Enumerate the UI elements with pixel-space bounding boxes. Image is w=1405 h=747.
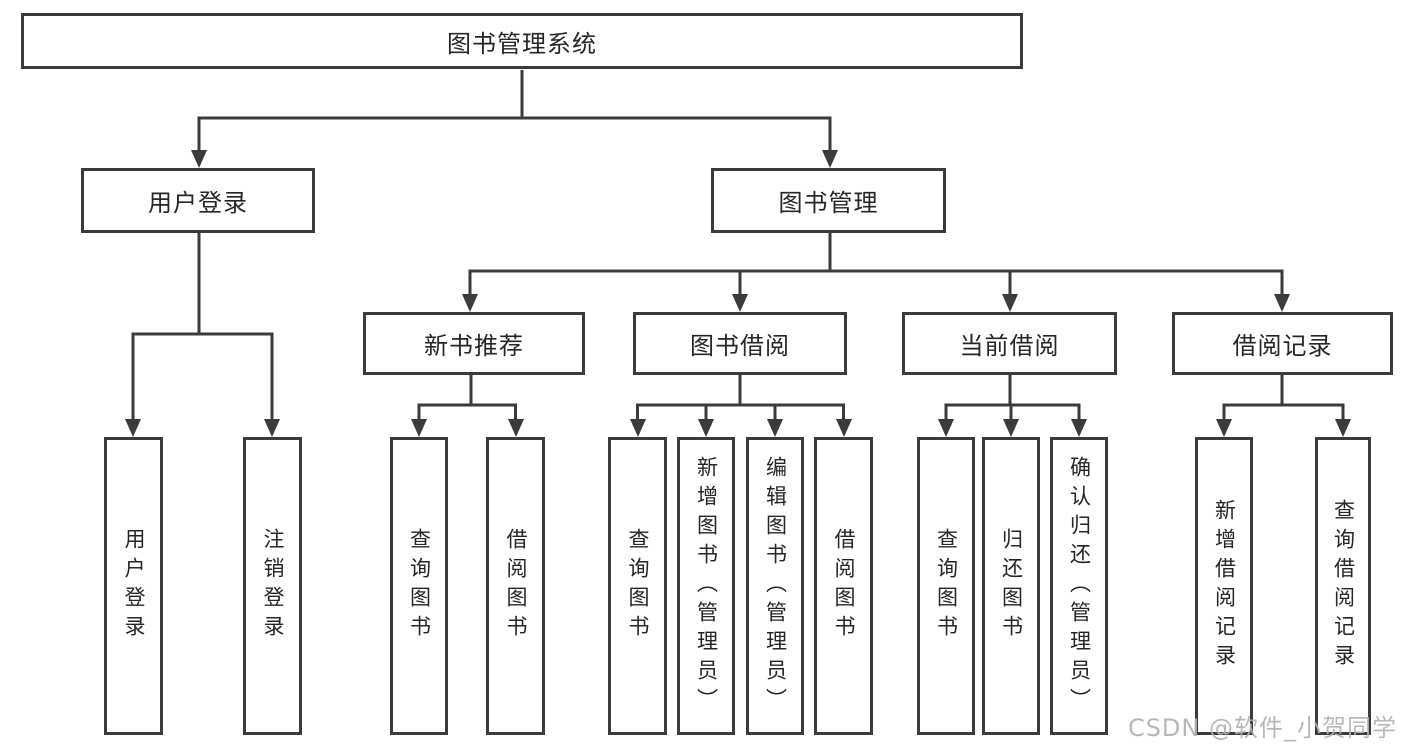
node-new-book-recommend-label: 新书推荐 xyxy=(424,332,524,360)
node-root: 图书管理系统 xyxy=(21,13,1023,69)
leaf-query-books-recommend: 查询图书 xyxy=(390,437,448,735)
arrowhead xyxy=(1335,419,1351,437)
node-book-management: 图书管理 xyxy=(711,168,946,233)
connector-current-borrowing xyxy=(938,375,1087,437)
arrowhead xyxy=(732,294,748,312)
leaf-add-book-admin-label: 新增图书（管理员） xyxy=(694,455,719,717)
node-borrowing-records-label: 借阅记录 xyxy=(1232,332,1333,360)
arrowhead xyxy=(125,419,141,437)
leaf-add-borrow-record: 新增借阅记录 xyxy=(1195,437,1253,735)
arrowhead xyxy=(938,419,954,437)
leaf-query-books-borrowing: 查询图书 xyxy=(608,437,667,735)
leaf-edit-book-admin: 编辑图书（管理员） xyxy=(746,437,804,735)
leaf-confirm-return-admin-label: 确认归还（管理员） xyxy=(1067,455,1092,717)
leaf-borrow-books: 借阅图书 xyxy=(814,437,873,735)
node-new-book-recommend: 新书推荐 xyxy=(363,312,585,375)
leaf-borrow-books-recommend: 借阅图书 xyxy=(486,437,545,735)
leaf-query-borrow-record-label: 查询借阅记录 xyxy=(1331,499,1356,673)
arrowhead xyxy=(508,419,524,437)
node-user-login: 用户登录 xyxy=(81,168,315,233)
arrowhead xyxy=(698,419,714,437)
arrowhead xyxy=(822,150,838,168)
csdn-watermark: CSDN @软件_小贺同学 xyxy=(1127,714,1397,742)
leaf-add-book-admin: 新增图书（管理员） xyxy=(677,437,735,735)
arrowhead xyxy=(1002,294,1018,312)
leaf-edit-book-admin-label: 编辑图书（管理员） xyxy=(763,455,788,717)
node-book-borrowing-label: 图书借阅 xyxy=(690,332,790,360)
leaf-logout: 注销登录 xyxy=(243,437,302,735)
leaf-query-borrow-record: 查询借阅记录 xyxy=(1315,437,1371,735)
connector-borrowing-records xyxy=(1216,375,1351,437)
leaf-borrow-books-label: 借阅图书 xyxy=(832,528,856,644)
leaf-return-books-label: 归还图书 xyxy=(999,528,1024,644)
leaf-user-login: 用户登录 xyxy=(104,437,163,735)
arrowhead xyxy=(1274,294,1290,312)
leaf-query-books-current: 查询图书 xyxy=(917,437,975,735)
arrowhead xyxy=(836,419,852,437)
arrowhead xyxy=(1003,419,1019,437)
node-book-management-label: 图书管理 xyxy=(778,189,879,217)
leaf-return-books: 归还图书 xyxy=(982,437,1040,735)
node-user-login-label: 用户登录 xyxy=(148,189,248,217)
arrowhead xyxy=(462,294,478,312)
arrowhead xyxy=(411,419,427,437)
leaf-query-books-borrowing-label: 查询图书 xyxy=(626,528,650,644)
leaf-logout-label: 注销登录 xyxy=(261,528,285,644)
node-borrowing-records: 借阅记录 xyxy=(1172,312,1393,375)
connector-book-management xyxy=(462,233,1290,312)
leaf-confirm-return-admin: 确认归还（管理员） xyxy=(1050,437,1108,735)
connector-new-book-recommend xyxy=(411,375,524,437)
connector-user-login xyxy=(125,233,280,437)
arrowhead xyxy=(1071,419,1087,437)
leaf-borrow-books-recommend-label: 借阅图书 xyxy=(504,528,528,644)
arrowhead xyxy=(767,419,783,437)
node-root-label: 图书管理系统 xyxy=(447,29,597,58)
leaf-query-books-current-label: 查询图书 xyxy=(934,528,959,644)
arrowhead xyxy=(1216,419,1232,437)
arrowhead xyxy=(264,419,280,437)
node-book-borrowing: 图书借阅 xyxy=(633,312,847,375)
leaf-query-books-recommend-label: 查询图书 xyxy=(407,528,432,644)
leaf-user-login-label: 用户登录 xyxy=(122,528,146,644)
arrowhead xyxy=(630,419,646,437)
arrowhead xyxy=(191,150,207,168)
connector-book-borrowing xyxy=(630,375,852,437)
node-current-borrowing-label: 当前借阅 xyxy=(959,332,1060,360)
node-current-borrowing: 当前借阅 xyxy=(902,312,1117,375)
leaf-add-borrow-record-label: 新增借阅记录 xyxy=(1212,499,1237,673)
connector-root xyxy=(191,70,838,168)
